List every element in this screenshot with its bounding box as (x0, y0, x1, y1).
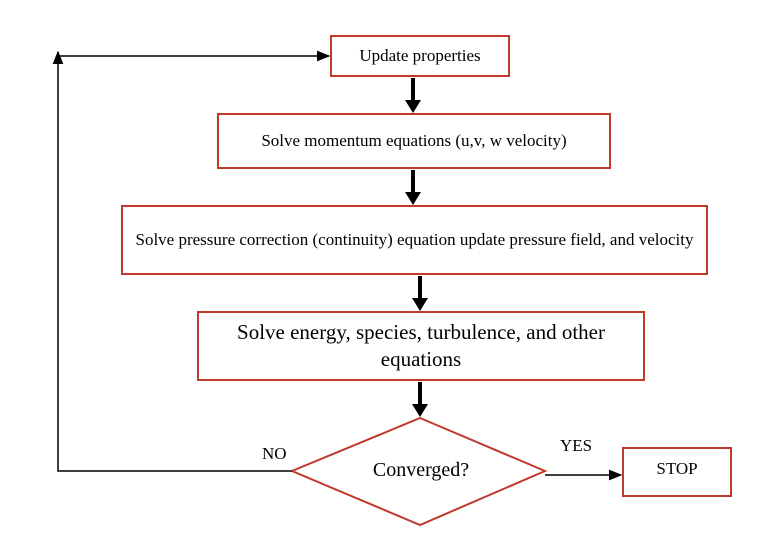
down-arrow-2 (405, 170, 421, 205)
step-solve-pressure-correction-label: Solve pressure correction (continuity) e… (135, 229, 694, 249)
step-update-properties-label: Update properties (359, 45, 481, 65)
down-arrow-3 (412, 276, 428, 311)
no-label: NO (262, 444, 287, 463)
step-solve-momentum: Solve momentum equations (u,v, w velocit… (217, 113, 611, 169)
yes-label: YES (560, 436, 593, 455)
step-solve-energy: Solve energy, species, turbulence, and o… (197, 311, 645, 381)
stop-terminal-label: STOP (656, 459, 698, 478)
step-update-properties: Update properties (330, 35, 510, 77)
decision-label: Converged? (372, 459, 470, 481)
decision-diamond (289, 416, 548, 527)
step-solve-momentum-label: Solve momentum equations (u,v, w velocit… (261, 130, 567, 150)
step-solve-pressure-correction: Solve pressure correction (continuity) e… (121, 205, 708, 275)
down-arrow-1 (405, 78, 421, 113)
down-arrow-4 (412, 382, 428, 417)
no-loop-line (52, 50, 292, 472)
step-solve-energy-label: Solve energy, species, turbulence, and o… (237, 319, 605, 371)
stop-terminal: STOP (622, 447, 732, 497)
